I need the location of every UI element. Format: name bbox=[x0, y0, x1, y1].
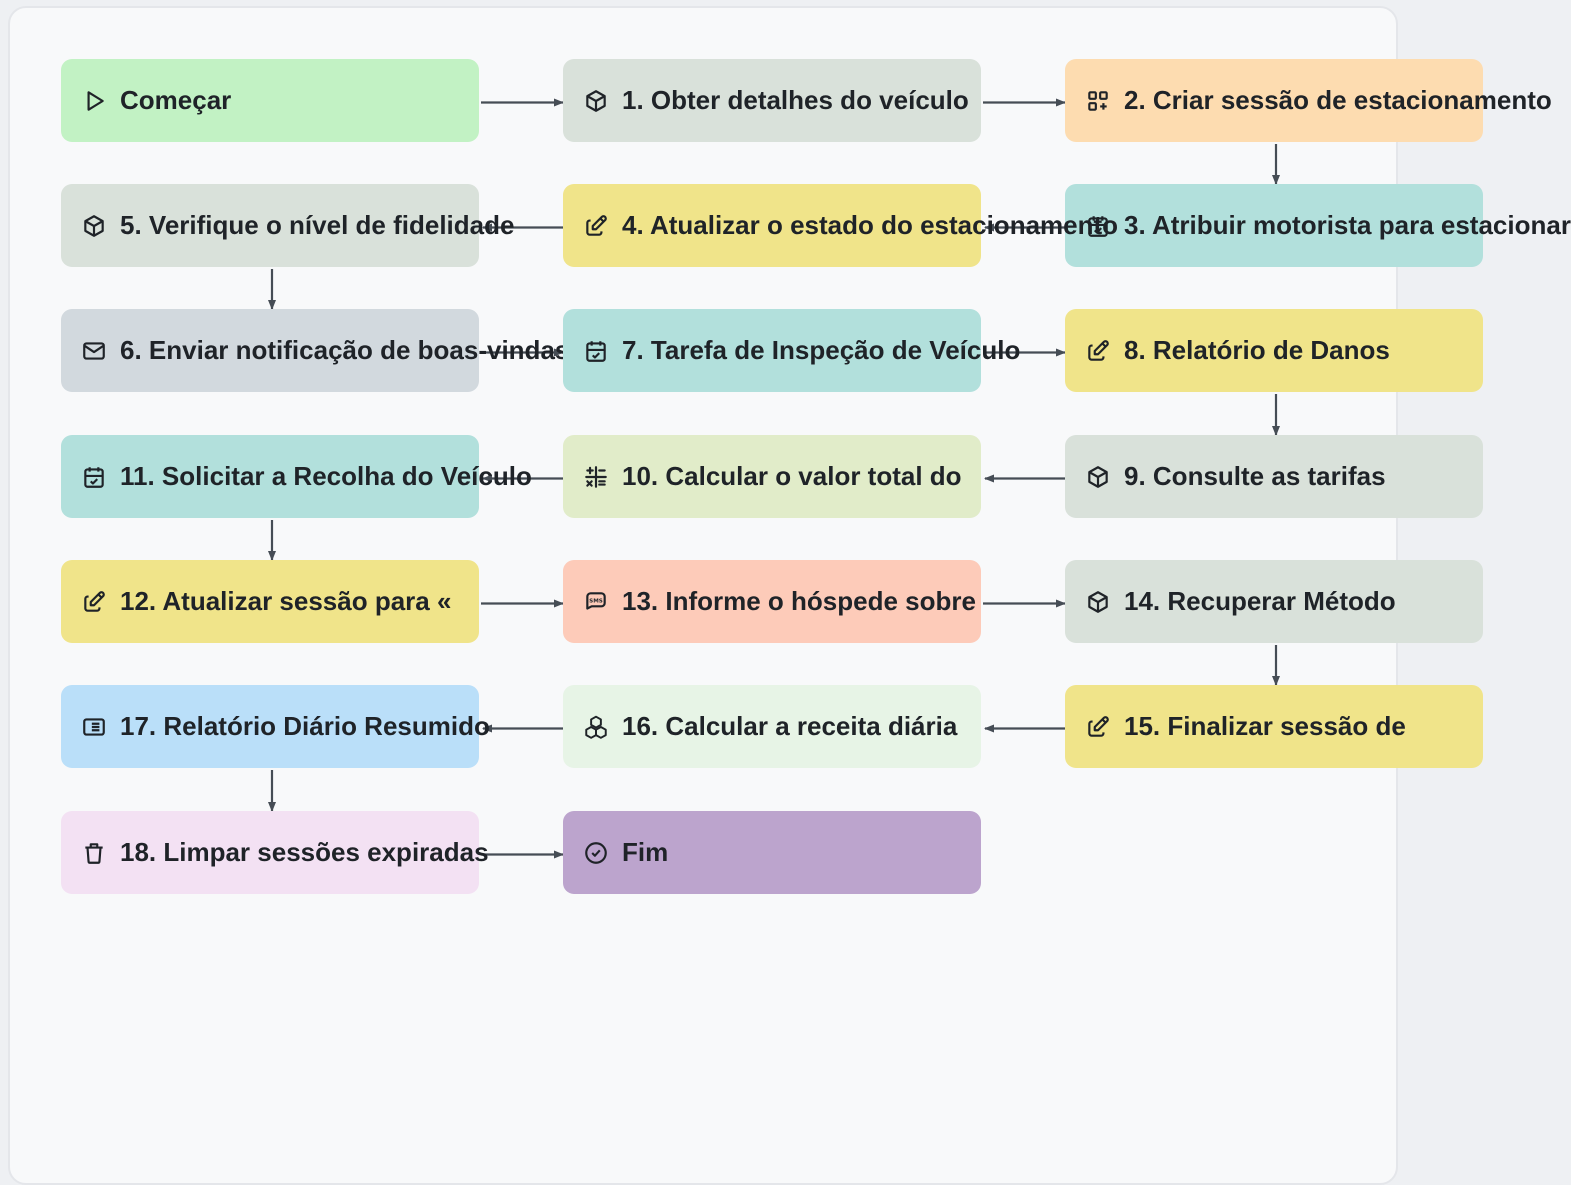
trash-icon bbox=[81, 840, 107, 866]
cube-icon bbox=[583, 88, 609, 114]
node-label: 5. Verifique o nível de fidelidade bbox=[120, 210, 515, 240]
node-label: 3. Atribuir motorista para estacionar bbox=[1124, 210, 1571, 240]
node-16[interactable]: 16. Calcular a receita diária bbox=[563, 685, 981, 768]
sms-icon: SMS bbox=[583, 589, 609, 615]
node-label: Fim bbox=[622, 837, 669, 867]
node-13[interactable]: SMS 13. Informe o hóspede sobre bbox=[563, 560, 981, 643]
node-9[interactable]: 9. Consulte as tarifas bbox=[1065, 435, 1483, 518]
node-label: 18. Limpar sessões expiradas bbox=[120, 837, 489, 867]
node-label: 9. Consulte as tarifas bbox=[1124, 461, 1386, 491]
node-label: 8. Relatório de Danos bbox=[1124, 335, 1390, 365]
node-4[interactable]: 4. Atualizar o estado do estacionamento bbox=[563, 184, 1118, 267]
node-11[interactable]: 11. Solicitar a Recolha do Veículo bbox=[61, 435, 532, 518]
node-10[interactable]: 10. Calcular o valor total do bbox=[563, 435, 981, 518]
node-label: 1. Obter detalhes do veículo bbox=[622, 85, 969, 115]
node-1[interactable]: 1. Obter detalhes do veículo bbox=[563, 59, 981, 142]
circle-check-icon bbox=[583, 840, 609, 866]
node-label: 7. Tarefa de Inspeção de Veículo bbox=[622, 335, 1021, 365]
node-label: 17. Relatório Diário Resumido bbox=[120, 711, 490, 741]
node-label: 14. Recuperar Método bbox=[1124, 586, 1396, 616]
calendar-check-icon bbox=[81, 464, 107, 490]
mail-icon bbox=[81, 338, 107, 364]
math-icon bbox=[583, 464, 609, 490]
svg-text:SMS: SMS bbox=[589, 598, 603, 604]
node-label: 12. Atualizar sessão para « bbox=[120, 586, 452, 616]
node-label: 13. Informe o hóspede sobre bbox=[622, 586, 976, 616]
node-7[interactable]: 7. Tarefa de Inspeção de Veículo bbox=[563, 309, 1020, 392]
node-label: Começar bbox=[120, 85, 232, 115]
node-18[interactable]: 18. Limpar sessões expiradas bbox=[61, 811, 489, 894]
edit-icon bbox=[81, 589, 107, 615]
cube-icon bbox=[1085, 589, 1111, 615]
node-end[interactable]: Fim bbox=[563, 811, 981, 894]
node-17[interactable]: 17. Relatório Diário Resumido bbox=[61, 685, 490, 768]
node-14[interactable]: 14. Recuperar Método bbox=[1065, 560, 1483, 643]
list-details-icon bbox=[81, 714, 107, 740]
node-start[interactable]: Começar bbox=[61, 59, 479, 142]
node-label: 10. Calcular o valor total do bbox=[622, 461, 962, 491]
calendar-check-icon bbox=[583, 338, 609, 364]
node-label: 11. Solicitar a Recolha do Veículo bbox=[120, 461, 532, 491]
diagram-canvas: Começar 1. Obter detalhes do veículo 2. … bbox=[8, 6, 1571, 1185]
node-2[interactable]: 2. Criar sessão de estacionamento bbox=[1065, 59, 1552, 142]
cube-icon bbox=[81, 213, 107, 239]
play-icon bbox=[81, 88, 107, 114]
grid-add-icon bbox=[1085, 88, 1111, 114]
node-label: 6. Enviar notificação de boas-vindas bbox=[120, 335, 570, 365]
node-label: 16. Calcular a receita diária bbox=[622, 711, 958, 741]
boxes-icon bbox=[583, 714, 609, 740]
node-label: 4. Atualizar o estado do estacionamento bbox=[622, 210, 1119, 240]
node-8[interactable]: 8. Relatório de Danos bbox=[1065, 309, 1483, 392]
edit-icon bbox=[1085, 338, 1111, 364]
node-6[interactable]: 6. Enviar notificação de boas-vindas bbox=[61, 309, 569, 392]
node-3[interactable]: 3. Atribuir motorista para estacionar bbox=[1065, 184, 1571, 267]
node-5[interactable]: 5. Verifique o nível de fidelidade bbox=[61, 184, 514, 267]
node-label: 2. Criar sessão de estacionamento bbox=[1124, 85, 1552, 115]
calendar-check-icon bbox=[1085, 213, 1111, 239]
edit-icon bbox=[583, 213, 609, 239]
node-12[interactable]: 12. Atualizar sessão para « bbox=[61, 560, 479, 643]
node-label: 15. Finalizar sessão de bbox=[1124, 711, 1406, 741]
cube-icon bbox=[1085, 464, 1111, 490]
node-15[interactable]: 15. Finalizar sessão de bbox=[1065, 685, 1483, 768]
edit-icon bbox=[1085, 714, 1111, 740]
